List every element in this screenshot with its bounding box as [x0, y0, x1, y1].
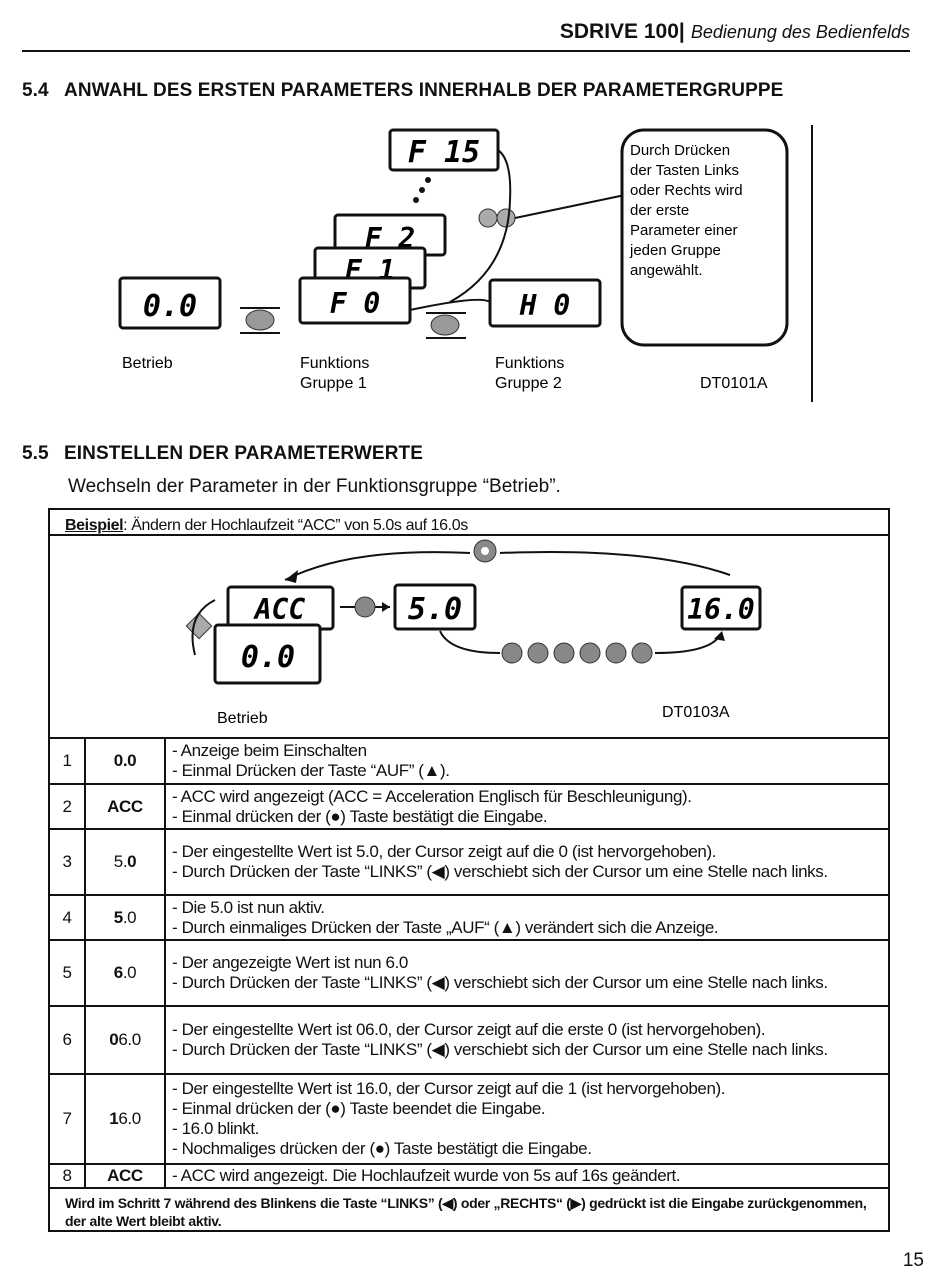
header-brand: SDRIVE 100	[559, 20, 679, 43]
display-h0	[488, 278, 602, 328]
connector-arrow	[409, 298, 491, 311]
section-heading-5-4: 5.4 ANWAHL DES ERSTEN PARAMETERS INNERHAL…	[22, 80, 783, 102]
arc-arrow	[284, 551, 471, 581]
label-gruppe2-line2: Gruppe 2	[495, 375, 562, 392]
rotate-key-icon	[185, 599, 216, 656]
example-line: Beispiel: Ändern der Hochlaufzeit “ACC” …	[65, 517, 468, 535]
path-line	[654, 634, 721, 654]
section-number: 5.5	[22, 443, 49, 464]
figure-code: DT0101A	[700, 375, 768, 392]
display-betrieb	[118, 276, 222, 330]
table-row: 5 6.0 - Der angezeigte Wert ist nun 6.0-…	[48, 939, 890, 1007]
step-number: 4	[48, 894, 86, 941]
step-description: - Der eingestellte Wert ist 16.0, der Cu…	[164, 1073, 890, 1165]
left-right-key-icon	[340, 596, 390, 618]
figure-code: DT0103A	[662, 704, 730, 721]
section-title: ANWAHL DES ERSTEN PARAMETERS INNERHALB D…	[64, 80, 784, 101]
callout-pointer	[514, 194, 626, 219]
lead-text: Wechseln der Parameter in der Funktionsg…	[68, 476, 561, 497]
display-f0-text: F 0	[330, 287, 381, 320]
table-row: 4 5.0 - Die 5.0 ist nun aktiv.- Durch ei…	[48, 894, 890, 941]
steps-table: 1 0.0 - Anzeige beim Einschalten- Einmal…	[48, 737, 890, 1189]
connector-arrow	[449, 149, 512, 303]
path-line	[439, 630, 501, 654]
divider	[48, 534, 890, 536]
example-label: Beispiel	[65, 517, 124, 534]
label-gruppe1-line2: Gruppe 1	[300, 375, 367, 392]
table-row: 6 06.0 - Der eingestellte Wert ist 06.0,…	[48, 1005, 890, 1075]
step-description: - Die 5.0 ist nun aktiv.- Durch einmalig…	[164, 894, 890, 941]
step-value: ACC	[84, 1163, 166, 1189]
page-header: SDRIVE 100|Bedienung des Bedienfelds	[22, 20, 910, 52]
display-h0-text: H 0	[519, 289, 571, 322]
step-value: 0.0	[84, 737, 166, 785]
table-row: 8 ACC - ACC wird angezeigt. Die Hochlauf…	[48, 1163, 890, 1189]
callout-text: Durch Drücken der Tasten Links oder Rech…	[629, 142, 747, 279]
arrow-head	[285, 570, 298, 583]
step-number: 2	[48, 783, 86, 830]
header-separator: |	[678, 20, 685, 43]
table-row: 7 16.0 - Der eingestellte Wert ist 16.0,…	[48, 1073, 890, 1165]
label-gruppe1-line1: Funktions	[300, 355, 369, 372]
step-number: 7	[48, 1073, 86, 1165]
table-row: 3 5.0 - Der eingestellte Wert ist 5.0, d…	[48, 828, 890, 896]
step-value: 5.0	[84, 828, 166, 896]
dot	[419, 187, 425, 193]
arc-line	[499, 550, 731, 576]
display-zero	[213, 623, 322, 685]
display-f0	[298, 276, 412, 325]
step-number: 1	[48, 737, 86, 785]
dot	[413, 197, 419, 203]
figure-parameter-groups: F 15 F 2 F 1 F 0 0.0 H 0 Durch Drücken d…	[118, 125, 813, 402]
step-description: - ACC wird angezeigt. Die Hochlaufzeit w…	[164, 1163, 890, 1189]
label-gruppe2-line1: Funktions	[495, 355, 564, 372]
up-down-key-icon	[426, 312, 466, 339]
section-title: EINSTELLEN DER PARAMETERWERTE	[64, 443, 423, 464]
step-value: 06.0	[84, 1005, 166, 1075]
step-value: 16.0	[84, 1073, 166, 1165]
section-heading-5-5: 5.5 EINSTELLEN DER PARAMETERWERTE	[22, 443, 423, 465]
key-sequence-icons	[501, 642, 653, 664]
label-betrieb: Betrieb	[122, 355, 173, 372]
left-right-key-icon	[478, 208, 516, 228]
label-betrieb: Betrieb	[217, 710, 268, 727]
display-acc-text: ACC	[253, 593, 306, 626]
table-row: 2 ACC - ACC wird angezeigt (ACC = Accele…	[48, 783, 890, 830]
step-description: - Der eingestellte Wert ist 5.0, der Cur…	[164, 828, 890, 896]
display-sixteen-text: 16.0	[687, 593, 754, 626]
footnote: Wird im Schritt 7 während des Blinkens d…	[65, 1195, 867, 1229]
step-number: 5	[48, 939, 86, 1007]
step-value: ACC	[84, 783, 166, 830]
step-number: 8	[48, 1163, 86, 1189]
display-five-text: 5.0	[408, 592, 462, 627]
dot	[425, 177, 431, 183]
display-five	[393, 583, 477, 631]
step-description: - Der angezeigte Wert ist nun 6.0- Durch…	[164, 939, 890, 1007]
enter-key-icon	[473, 539, 497, 563]
step-number: 6	[48, 1005, 86, 1075]
display-zero-text: 0.0	[241, 640, 295, 675]
figure-acc-setting: ACC 0.0 5.0 16.0 Betrieb DT0103A	[185, 539, 762, 727]
example-text: : Ändern der Hochlaufzeit “ACC” von 5.0s…	[123, 517, 468, 534]
step-value: 6.0	[84, 939, 166, 1007]
header-subtitle: Bedienung des Bedienfelds	[690, 22, 910, 42]
step-description: - Anzeige beim Einschalten- Einmal Drück…	[164, 737, 890, 785]
arrow-head	[714, 631, 725, 641]
display-sixteen	[680, 585, 762, 631]
table-row: 1 0.0 - Anzeige beim Einschalten- Einmal…	[48, 737, 890, 785]
step-value: 5.0	[84, 894, 166, 941]
step-number: 3	[48, 828, 86, 896]
display-betrieb-text: 0.0	[143, 289, 197, 324]
up-down-key-icon	[240, 307, 280, 334]
section-number: 5.4	[22, 80, 49, 101]
display-f15-text: F 15	[408, 135, 480, 170]
callout-box	[620, 128, 789, 347]
step-description: - Der eingestellte Wert ist 06.0, der Cu…	[164, 1005, 890, 1075]
step-description: - ACC wird angezeigt (ACC = Acceleration…	[164, 783, 890, 830]
page-number: 15	[902, 1250, 924, 1271]
